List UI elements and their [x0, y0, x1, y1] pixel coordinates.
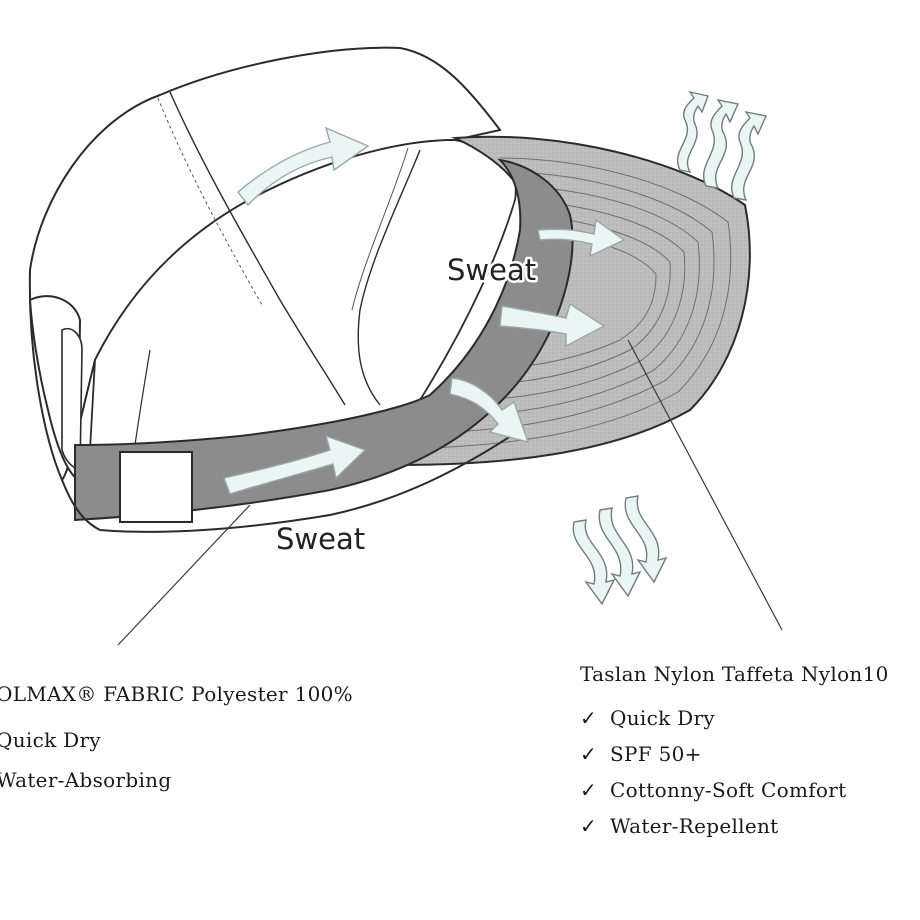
sweatband	[74, 158, 574, 522]
check-mark-icon: ✓	[580, 742, 598, 766]
check-mark-icon: ✓	[580, 706, 598, 730]
leader-line-left	[117, 504, 251, 646]
right-feature-row: ✓ Quick Dry	[580, 706, 889, 730]
check-mark-icon: ✓	[580, 778, 598, 802]
cap-bottom-edge	[61, 429, 521, 533]
sweat-label-top: Sweat	[447, 253, 536, 287]
airflow-arrow-crown	[237, 126, 370, 207]
sweat-arrow-middle	[499, 302, 606, 348]
crown-seam-1	[169, 91, 346, 406]
sweat-label-bottom: Sweat	[276, 522, 365, 556]
left-feature-water-absorbing: Water-Absorbing	[0, 768, 172, 792]
right-feature-row: ✓ SPF 50+	[580, 742, 889, 766]
sweat-arrow-band	[223, 434, 367, 495]
right-fabric-title: Taslan Nylon Taffeta Nylon10	[580, 662, 889, 686]
check-mark-icon: ✓	[580, 814, 598, 838]
strap-buckle	[119, 451, 193, 523]
crown-seam-3	[351, 147, 409, 311]
crown-seam-2	[357, 149, 421, 406]
left-feature-quick-dry: Quick Dry	[0, 728, 101, 752]
right-feature-row: ✓ Water-Repellent	[580, 814, 889, 838]
left-fabric-callout: OLMAX® FABRIC Polyester 100% Quick Dry W…	[0, 682, 353, 792]
sweat-label-top-halo: Sweat	[447, 253, 536, 287]
left-fabric-title: OLMAX® FABRIC Polyester 100%	[0, 682, 353, 706]
right-fabric-callout: Taslan Nylon Taffeta Nylon10 ✓Quick Dry …	[580, 662, 889, 838]
sweat-arrow-upper	[537, 218, 626, 258]
leader-line-right	[627, 339, 783, 631]
evaporation-arrows-top	[677, 90, 767, 201]
sweat-arrow-lower	[449, 377, 530, 444]
right-feature-spf: SPF 50+	[610, 742, 702, 766]
evaporation-arrows-bottom	[572, 495, 668, 606]
right-feature-comfort: Cottonny-Soft Comfort	[610, 778, 847, 802]
right-feature-row: ✓ Cottonny-Soft Comfort	[580, 778, 889, 802]
right-feature-water-repellent: Water-Repellent	[610, 814, 779, 838]
right-feature-quick-dry: Quick Dry	[610, 706, 715, 730]
crown-panel-line	[134, 349, 151, 446]
